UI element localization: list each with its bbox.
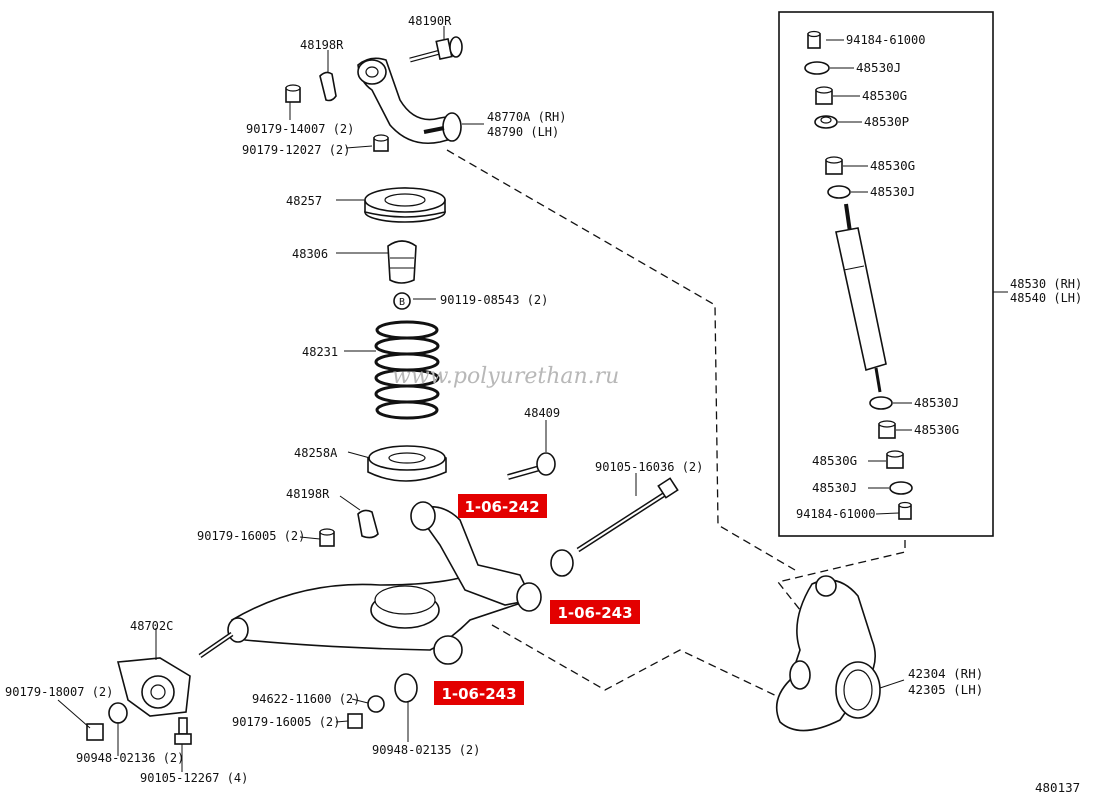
leader-lines	[57, 26, 912, 772]
shock-bush-48530G-4	[886, 450, 904, 469]
bolt-90105-12267	[174, 717, 192, 745]
callout-bg	[458, 494, 547, 518]
nut-90179-16005-b	[347, 713, 363, 729]
callout-1-06-242[interactable]: 1-06-242	[458, 494, 547, 518]
shock-washer-48530J-4	[889, 481, 913, 495]
label-48306: 48306	[292, 247, 328, 261]
shock-absorber-group-frame	[778, 11, 994, 537]
cam-plate-48198R-top	[319, 71, 337, 102]
label-48702C: 48702C	[130, 619, 173, 633]
label-48409: 48409	[524, 406, 560, 420]
label-48790: 48790 (LH)	[487, 125, 559, 139]
nut-90179-14007	[285, 84, 301, 103]
label-90179-14007: 90179-14007 (2)	[246, 122, 354, 136]
label-48198R-mid: 48198R	[286, 487, 330, 501]
label-48530J-2: 48530J	[870, 184, 915, 199]
spring-lower-seat-48258A	[367, 445, 447, 482]
label-90948-02135: 90948-02135 (2)	[372, 743, 480, 757]
spring-upper-seat-48257	[364, 187, 446, 223]
figure-number: 480137	[1035, 780, 1080, 795]
label-42305: 42305 (LH)	[908, 682, 983, 697]
label-48530J-1: 48530J	[856, 60, 901, 75]
upper-control-arm	[357, 57, 462, 144]
nut-90179-12027	[373, 134, 389, 152]
shock-bush-48530G-3	[878, 420, 896, 439]
label-48198R-top: 48198R	[300, 38, 344, 52]
label-90179-12027: 90179-12027 (2)	[242, 143, 350, 157]
shock-plate-48530P	[814, 115, 838, 129]
lower-arm-to-knuckle-dash	[491, 624, 786, 701]
label-48530G-1: 48530G	[862, 88, 907, 103]
cam-bolt-48409	[507, 452, 556, 480]
label-94184-61000-top: 94184-61000	[846, 33, 925, 47]
label-90105-16036: 90105-16036 (2)	[595, 460, 703, 474]
callout-bg	[434, 681, 524, 705]
callout-text: 1-06-243	[441, 685, 516, 703]
label-48530P: 48530P	[864, 114, 909, 129]
label-48257: 48257	[286, 194, 322, 208]
lower-control-arm	[198, 501, 542, 665]
shock-bush-48530G-1	[815, 86, 833, 105]
steering-knuckle-42304	[775, 575, 881, 732]
bolt-90119-08543: B	[393, 292, 411, 310]
label-48540-lh: 48540 (LH)	[1010, 291, 1082, 305]
shock-nut-94184-bot	[898, 501, 912, 520]
bolt-48190R	[409, 36, 463, 63]
label-94184-61000-bot: 94184-61000	[796, 507, 875, 521]
shock-washer-48530J-2	[827, 185, 851, 199]
cam-plate-48198R-mid	[357, 509, 379, 539]
watermark-text: www.polyurethan.ru	[392, 364, 619, 389]
washer-94622-11600	[367, 695, 385, 713]
shock-nut-94184-top	[807, 30, 821, 49]
label-48530G-3: 48530G	[914, 422, 959, 437]
label-90119-08543: 90119-08543 (2)	[440, 293, 548, 307]
callout-text: 1-06-243	[557, 604, 632, 622]
shock-absorber-48530	[835, 203, 887, 393]
label-90948-02136: 90948-02136 (2)	[76, 751, 184, 765]
label-48530G-2: 48530G	[870, 158, 915, 173]
callout-bg	[550, 600, 640, 624]
shock-bush-48530G-2	[825, 156, 843, 175]
callout-text: 1-06-242	[464, 498, 539, 516]
label-90179-16005-b: 90179-16005 (2)	[232, 715, 340, 729]
label-90179-18007: 90179-18007 (2)	[5, 685, 113, 699]
label-48190R: 48190R	[408, 14, 452, 28]
upper-arm-to-knuckle-dash	[446, 149, 796, 571]
label-48770A: 48770A (RH)	[487, 110, 566, 124]
label-48530-rh: 48530 (RH)	[1010, 277, 1082, 291]
callout-1-06-243-right[interactable]: 1-06-243	[550, 600, 640, 624]
shock-to-knuckle-dash	[776, 540, 906, 621]
svg-text:B: B	[399, 297, 405, 308]
bolt-90105-16036	[576, 477, 679, 553]
nut-90179-16005-a	[319, 528, 335, 547]
washer-90948-02136	[108, 702, 128, 724]
label-90179-16005-a: 90179-16005 (2)	[197, 529, 305, 543]
shock-washer-48530J-1	[804, 61, 830, 75]
label-42304: 42304 (RH)	[908, 666, 983, 681]
label-48530J-4: 48530J	[812, 480, 857, 495]
cam-washer	[550, 549, 574, 577]
label-48231: 48231	[302, 345, 338, 359]
label-48530G-4: 48530G	[812, 453, 857, 468]
callout-1-06-243-bottom[interactable]: 1-06-243	[434, 681, 524, 705]
upper-arm-bolt	[423, 126, 445, 134]
label-90105-12267: 90105-12267 (4)	[140, 771, 248, 785]
label-94622-11600: 94622-11600 (2)	[252, 692, 360, 706]
nut-90179-18007	[86, 723, 104, 741]
bump-stopper-48306	[387, 240, 417, 284]
label-48258A: 48258A	[294, 446, 338, 460]
washer-90948-02135	[394, 673, 418, 703]
bracket-48702C	[116, 657, 191, 717]
coil-spring-48231	[374, 320, 440, 420]
label-48530J-3: 48530J	[914, 395, 959, 410]
shock-washer-48530J-3	[869, 396, 893, 410]
